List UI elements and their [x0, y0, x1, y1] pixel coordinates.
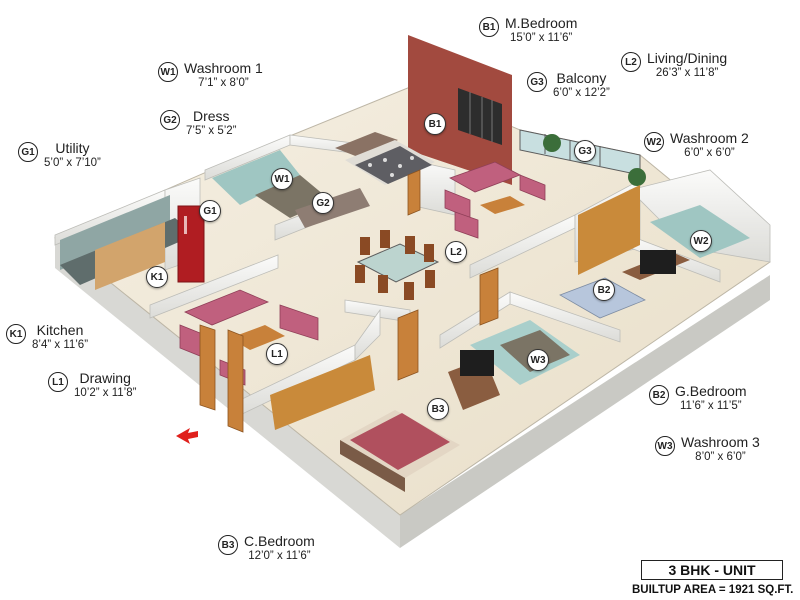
dining-chairs [355, 230, 435, 300]
legend-room-name: Utility [55, 140, 90, 156]
balcony-plant-2 [628, 168, 646, 186]
kitchen-cabinets [95, 222, 165, 290]
drawing-table [230, 325, 285, 350]
guest-wardrobe [578, 185, 640, 275]
map-badge-g2: G2 [312, 192, 334, 214]
legend-room-name: G.Bedroom [675, 383, 747, 399]
legend-room-name: Living/Dining [647, 50, 728, 66]
legend-room-dims: 7’1” x 8’0” [198, 77, 249, 89]
legend-room-dims: 12’0” x 11’6” [248, 550, 311, 562]
legend-room-name: Balcony [556, 70, 607, 86]
map-badge-k1: K1 [146, 266, 168, 288]
legend-room-dims: 10’2” x 11’8” [74, 387, 137, 399]
map-badge-l2: L2 [445, 241, 467, 263]
legend-code: G2 [160, 110, 180, 130]
legend-code: L2 [621, 52, 641, 72]
legend-code: W1 [158, 62, 178, 82]
kitchen-tile-backsplash [60, 195, 170, 270]
living-sofa-set [444, 161, 546, 239]
map-badge-b1: B1 [424, 113, 446, 135]
accent-window [458, 88, 502, 145]
legend-code: L1 [48, 372, 68, 392]
doors [199, 169, 499, 433]
unit-type-label: 3 BHK - UNIT [641, 560, 783, 580]
map-badge-b2: B2 [593, 279, 615, 301]
map-badge-w2: W2 [690, 230, 712, 252]
legend-room-dims: 6’0” x 12’2” [553, 87, 610, 99]
legend-room-dims: 8’4” x 11’6” [32, 339, 89, 351]
map-badge-w3: W3 [527, 349, 549, 371]
child-bedspread [350, 413, 450, 470]
map-badge-b3: B3 [427, 398, 449, 420]
legend-code: B3 [218, 535, 238, 555]
legend-code: W2 [644, 132, 664, 152]
legend-room-name: Drawing [79, 370, 131, 386]
map-badge-g3: G3 [574, 140, 596, 162]
legend-room-name: Washroom 1 [184, 60, 263, 76]
legend-room-dims: 6’0” x 6’0” [684, 147, 735, 159]
legend-room-dims: 15’0” x 11’6” [509, 32, 573, 44]
balcony-plant-1 [543, 134, 561, 152]
legend-room-dims: 5’0” x 7’10” [44, 157, 101, 169]
master-bed-headboard [335, 132, 398, 157]
legend-room-dims: 11’6” x 11’5” [680, 400, 742, 412]
legend-room-name: Dress [192, 108, 230, 124]
child-wardrobe [270, 355, 375, 430]
legend-room-name: M.Bedroom [505, 15, 578, 31]
legend-room-dims: 26’3” x 11’8” [655, 67, 719, 79]
legend-code: W3 [655, 436, 675, 456]
washroom-1-tiles [212, 150, 300, 205]
map-badge-g1: G1 [199, 200, 221, 222]
legend-room-name: Washroom 3 [681, 434, 760, 450]
legend-room-dims: 7’5” x 5’2” [186, 125, 237, 137]
legend-code: G3 [527, 72, 547, 92]
guest-tv [640, 250, 676, 274]
map-badge-l1: L1 [266, 343, 288, 365]
child-bed-headboard [340, 440, 405, 492]
map-badge-w1: W1 [271, 168, 293, 190]
legend-room-name: C.Bedroom [244, 533, 315, 549]
living-table [480, 196, 525, 214]
legend-room-name: Kitchen [36, 322, 84, 338]
outer-wall-right [400, 275, 770, 548]
master-bedspread [355, 146, 432, 184]
builtup-area-label: BUILTUP AREA = 1921 SQ.FT. [632, 584, 794, 596]
legend-code: G1 [18, 142, 38, 162]
legend-code: B2 [649, 385, 669, 405]
child-tv [460, 350, 494, 376]
entry-arrow [176, 428, 198, 444]
outer-wall-left [55, 238, 400, 548]
legend-code: K1 [6, 324, 26, 344]
legend-room-dims: 8’0” x 6’0” [695, 451, 746, 463]
legend-code: B1 [479, 17, 499, 37]
refrigerator [177, 205, 205, 283]
legend-room-name: Washroom 2 [670, 130, 749, 146]
drawing-sofa-set [179, 289, 319, 386]
